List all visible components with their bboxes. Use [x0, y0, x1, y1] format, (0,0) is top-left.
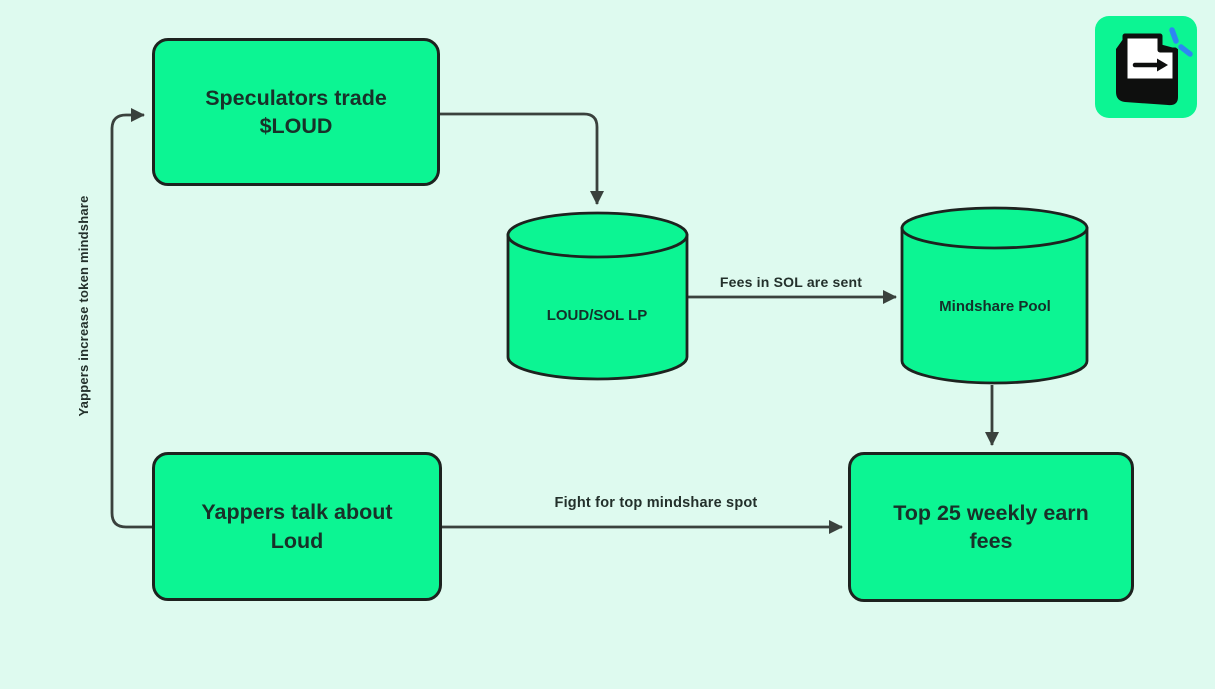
edge-label-yappers-increase-mindshare: Yappers increase token mindshare — [76, 195, 91, 417]
node-speculators-trade-loud: Speculators trade $LOUD — [152, 38, 440, 186]
node-label-loud-sol-lp: LOUD/SOL LP — [546, 307, 648, 324]
edge-label-fight-for-mindshare: Fight for top mindshare spot — [554, 495, 758, 511]
node-label: Top 25 weekly earn fees — [893, 500, 1089, 553]
node-label-mindshare-pool: Mindshare Pool — [939, 298, 1051, 315]
edge-label-fees-in-sol: Fees in SOL are sent — [719, 274, 863, 290]
key-face — [1122, 33, 1178, 84]
node-label: Speculators trade $LOUD — [205, 85, 387, 138]
node-label: Yappers talk about Loud — [201, 500, 393, 553]
key-arrow-icon — [1132, 58, 1168, 72]
edge-yappers-to-speculators-loop — [110, 108, 152, 529]
enter-key-logo — [1095, 16, 1197, 118]
node-mindshare-pool-cylinder — [900, 206, 1089, 385]
sparkle-dashes — [1169, 27, 1193, 57]
node-yappers-talk-about-loud: Yappers talk about Loud — [152, 452, 442, 601]
node-loud-sol-lp-cylinder — [506, 211, 689, 381]
edge-speculators-to-lp — [440, 112, 604, 205]
node-top-25-weekly-earn-fees: Top 25 weekly earn fees — [848, 452, 1134, 602]
